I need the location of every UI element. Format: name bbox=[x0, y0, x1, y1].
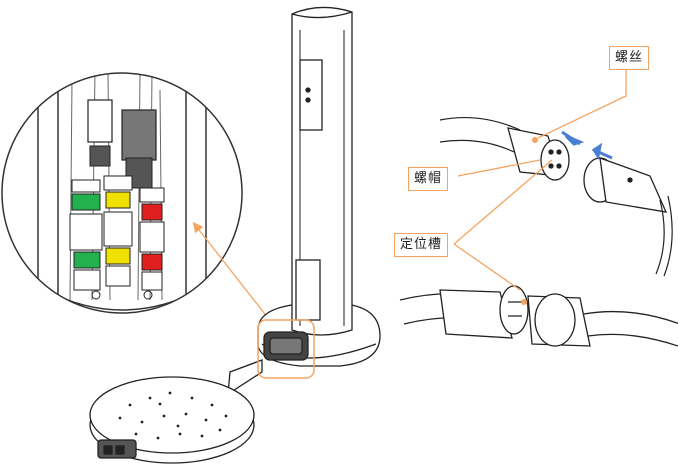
tower-stand bbox=[227, 6, 381, 396]
yellow-indicator bbox=[105, 247, 131, 265]
turntable-disk bbox=[89, 376, 255, 464]
connector-highlight-box bbox=[257, 319, 315, 379]
left-plug-column bbox=[69, 99, 113, 291]
slot-dot bbox=[521, 299, 527, 305]
green-indicator bbox=[73, 251, 101, 269]
right-plug-column bbox=[139, 187, 165, 291]
red-indicator bbox=[141, 253, 163, 271]
callout-screw: 螺丝 bbox=[609, 46, 650, 70]
zoom-pointer-line bbox=[192, 221, 269, 319]
callout-lines bbox=[453, 68, 627, 291]
yellow-indicator bbox=[105, 191, 131, 209]
callout-slot: 定位槽 bbox=[394, 233, 449, 257]
direction-arrows bbox=[561, 130, 613, 160]
connector-plugged bbox=[399, 285, 678, 347]
callout-nut: 螺帽 bbox=[408, 167, 449, 191]
red-indicator bbox=[141, 203, 163, 221]
screw-dot bbox=[532, 137, 538, 143]
zoom-detail bbox=[1, 72, 243, 314]
green-indicator bbox=[71, 193, 101, 211]
middle-plug-column bbox=[103, 175, 133, 287]
connector-unplugged bbox=[439, 116, 673, 277]
